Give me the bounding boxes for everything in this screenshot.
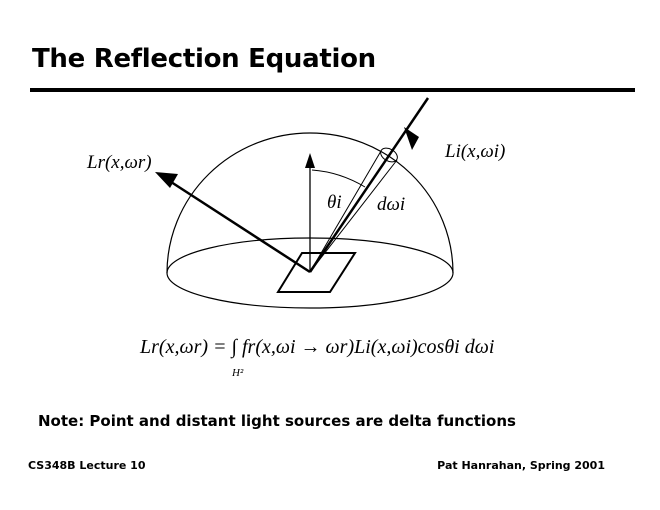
reflection-equation: Lr(x,ωr) = ∫ fr(x,ωi → ωr)Li(x,ωi)cosθi … — [140, 336, 495, 358]
theta-arc — [311, 169, 366, 188]
reflected-arrow — [167, 178, 311, 274]
integral-domain: H² — [232, 367, 244, 379]
footer-course: CS348B Lecture 10 — [28, 459, 146, 472]
incident-ray — [308, 97, 430, 273]
title-divider — [30, 88, 635, 92]
surface-patch — [276, 252, 357, 293]
footer-author: Pat Hanrahan, Spring 2001 — [437, 459, 605, 472]
theta-label: θi — [327, 192, 342, 213]
solid-angle-cone — [309, 147, 398, 273]
incident-radiance-label: Li(x,ωi) — [444, 141, 505, 162]
solid-angle-label: dωi — [377, 194, 405, 215]
slide-title: The Reflection Equation — [32, 44, 376, 74]
reflected-radiance-label: Lr(x,ωr) — [86, 152, 152, 173]
incident-arrowhead — [404, 127, 419, 150]
note-text: Note: Point and distant light sources ar… — [38, 412, 516, 430]
